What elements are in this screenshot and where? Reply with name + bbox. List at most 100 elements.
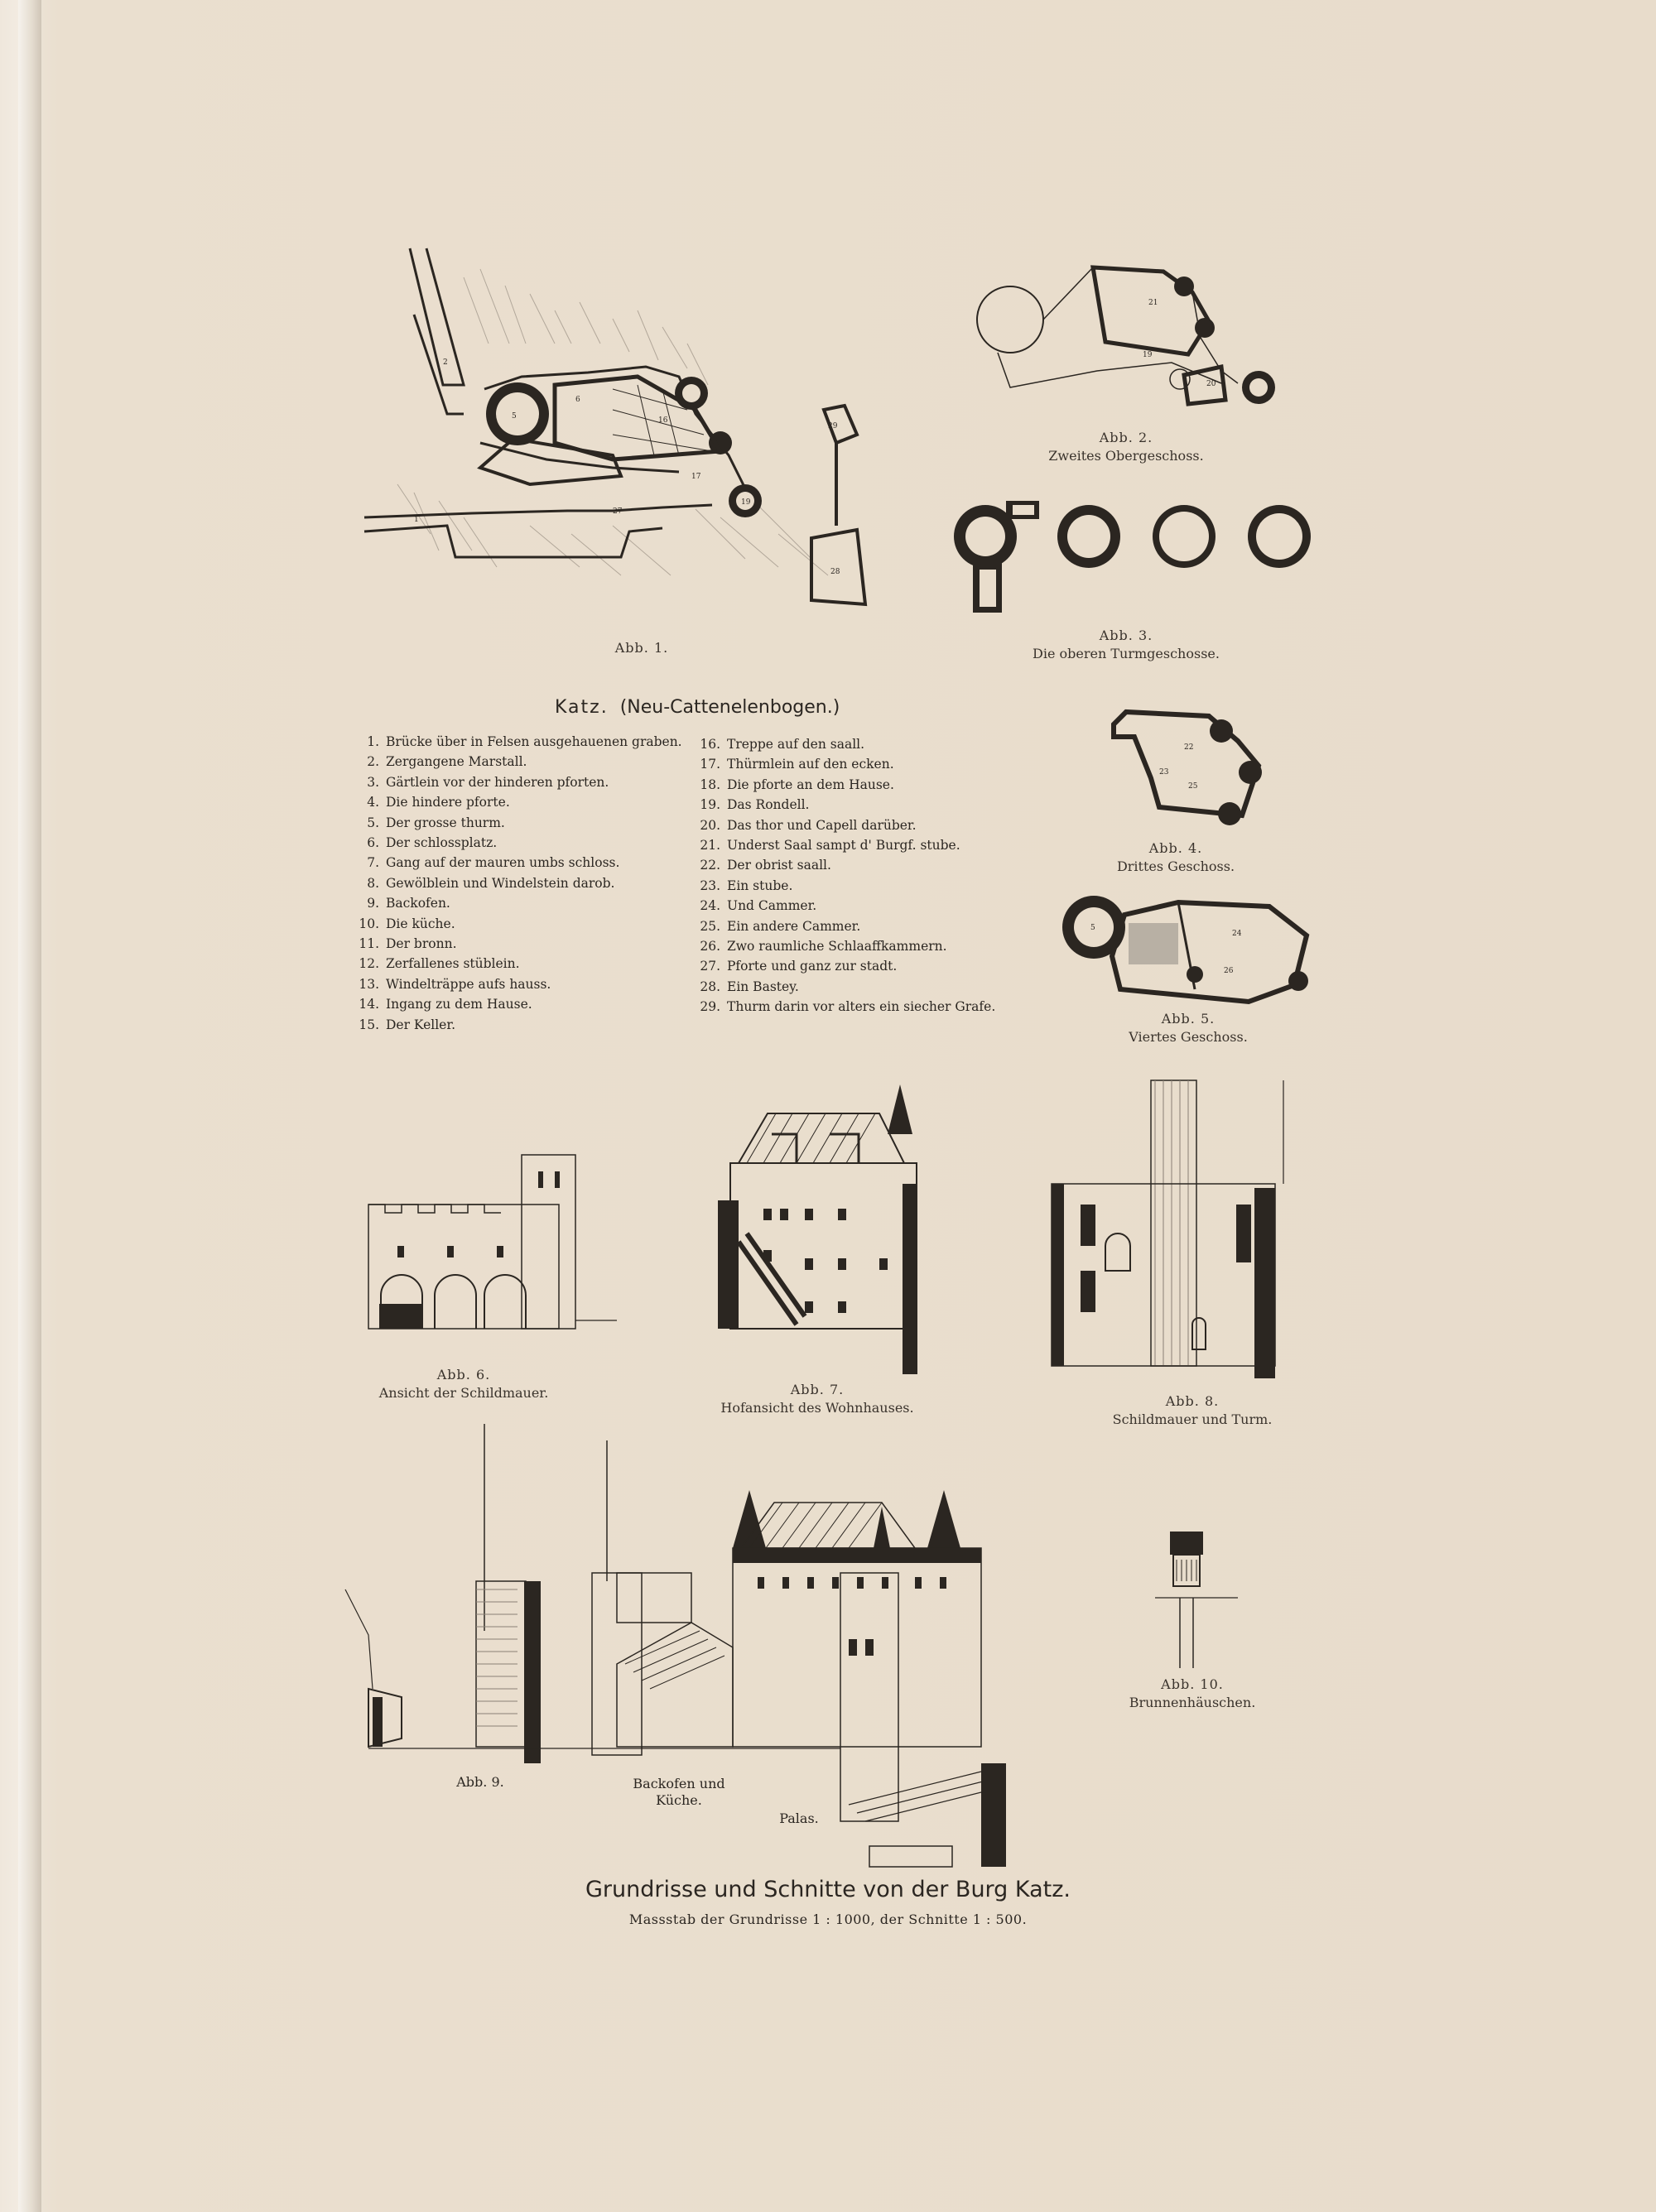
abb3-label: Abb. 3. (1099, 628, 1153, 643)
legend-item-text: Das thor und Capell darüber. (727, 817, 917, 833)
svg-text:26: 26 (1224, 967, 1234, 975)
legend-item-text: Der bronn. (386, 936, 457, 952)
legend-item-text: Die pforte an dem Hause. (727, 777, 894, 792)
abb9-palas-label: Palas. (779, 1810, 819, 1826)
legend-item: 27.Pforte und ganz zur stadt. (687, 956, 995, 976)
abb8-caption: Abb. 8. Schildmauer und Turm. (1068, 1392, 1317, 1429)
abb4-caption: Abb. 4. Drittes Geschoss. (1052, 839, 1300, 876)
abb6-label: Abb. 6. (436, 1367, 491, 1382)
abb8-text: Schildmauer und Turm. (1112, 1411, 1273, 1427)
svg-text:24: 24 (1232, 930, 1242, 938)
legend-item-number: 15. (359, 1017, 379, 1032)
legend-item-text: Der schlossplatz. (386, 835, 498, 851)
svg-text:19: 19 (741, 498, 751, 507)
legend-item-text: Der Keller. (386, 1017, 455, 1032)
abb8-label: Abb. 8. (1165, 1393, 1220, 1409)
legend-item: 28.Ein Bastey. (687, 977, 995, 997)
legend-item: 22.Der obrist saall. (687, 855, 995, 875)
legend-item-number: 9. (367, 896, 379, 911)
abb9-label: Abb. 9. (456, 1774, 504, 1790)
legend-item: 9.Backofen. (346, 893, 682, 913)
svg-text:28: 28 (830, 568, 840, 576)
legend-item-text: Brücke über in Felsen ausgehauenen grabe… (386, 734, 682, 749)
legend-item-text: Zergangene Marstall. (386, 754, 527, 770)
legend-item-text: Der obrist saall. (727, 858, 831, 873)
legend-item-text: Die hindere pforte. (386, 795, 510, 810)
svg-text:17: 17 (691, 473, 701, 481)
legend-item-number: 17. (700, 757, 720, 772)
legend-item: 25. Ein andere Cammer. (687, 916, 995, 936)
legend-item-text: Ein andere Cammer. (727, 918, 861, 934)
abb5-caption: Abb. 5. Viertes Geschoss. (1064, 1010, 1312, 1046)
legend-item: 16. Treppe auf den saall. (687, 734, 995, 754)
legend-item-number: 5. (367, 815, 379, 830)
legend-item-text: Zerfallenes stüblein. (386, 956, 520, 972)
abb7-text: Hofansicht des Wohnhauses. (720, 1400, 914, 1416)
svg-text:21: 21 (1148, 299, 1158, 307)
abb7-caption: Abb. 7. Hofansicht des Wohnhauses. (693, 1381, 941, 1417)
abb9-backofen-text: Backofen und (633, 1776, 725, 1791)
page-binding-edge (18, 0, 41, 2212)
abb2-text: Zweites Obergeschoss. (1048, 448, 1204, 464)
legend-item-number: 18. (700, 777, 720, 792)
legend-item: 17.Thürmlein auf den ecken. (687, 754, 995, 774)
abb5-text: Viertes Geschoss. (1129, 1029, 1248, 1045)
abb9-backofen-label: Backofen und Küche. (613, 1776, 745, 1809)
legend-item-text: Die küche. (386, 916, 455, 931)
abb5-label: Abb. 5. (1161, 1011, 1216, 1027)
legend-item-number: 12. (359, 956, 379, 972)
legend-item-number: 24. (700, 898, 720, 914)
svg-text:1: 1 (414, 516, 419, 524)
legend-item-text: Gewölblein und Windelstein darob. (386, 875, 615, 891)
legend-item: 1.Brücke über in Felsen ausgehauenen gra… (346, 732, 682, 752)
abb10-caption: Abb. 10. Brunnenhäuschen. (1068, 1676, 1317, 1712)
legend-item-number: 8. (367, 875, 379, 891)
abb9-section (344, 1424, 1006, 1868)
svg-text:20: 20 (1206, 380, 1216, 388)
legend-item-text: Ein stube. (727, 878, 793, 893)
legend-item-text: Und Cammer. (727, 898, 817, 914)
legend-item-text: Windelträppe aufs hauss. (386, 976, 551, 992)
legend-item-number: 25. (700, 918, 720, 934)
legend-right-column: 16. Treppe auf den saall. 17.Thürmlein auf… (687, 734, 995, 1017)
abb7-label: Abb. 7. (790, 1382, 845, 1397)
legend-item-number: 20. (700, 817, 720, 833)
legend-item: 6.Der schlossplatz. (346, 833, 682, 853)
legend-left-column: 1.Brücke über in Felsen ausgehauenen gra… (346, 732, 682, 1035)
abb3-tower-plans (954, 501, 1311, 613)
abb7-courtyard-view (718, 1084, 917, 1374)
legend-item: 2.Zergangene Marstall. (346, 752, 682, 772)
abb6-elevation (368, 1154, 617, 1330)
legend-title-sub: (Neu-Cattenelenbogen.) (619, 697, 840, 718)
legend-item: 7.Gang auf der mauren umbs schloss. (346, 853, 682, 873)
legend-item-number: 16. (700, 737, 720, 752)
abb3-text: Die oberen Turmgeschosse. (1033, 646, 1220, 661)
abb1-label: Abb. 1. (614, 640, 669, 656)
svg-text:22: 22 (1184, 743, 1193, 752)
legend-item-text: Das Rondell. (727, 797, 810, 813)
legend-item-text: Zwo raumliche Schlaaffkammern. (727, 939, 947, 955)
legend-item: 4.Die hindere pforte. (346, 792, 682, 812)
svg-text:5: 5 (1090, 924, 1095, 932)
legend-item: 10.Die küche. (346, 914, 682, 934)
legend-item: 8. Gewölblein und Windelstein darob. (346, 873, 682, 893)
legend-item-text: Treppe auf den saall. (727, 737, 865, 752)
abb10-text: Brunnenhäuschen. (1129, 1695, 1256, 1710)
svg-text:29: 29 (828, 422, 838, 430)
legend-item-text: Gärtlein vor der hinderen pforten. (386, 774, 609, 790)
legend-item-number: 29. (700, 999, 720, 1015)
svg-text:2: 2 (443, 358, 448, 367)
legend-item-text: Ingang zu dem Hause. (386, 997, 532, 1012)
abb6-caption: Abb. 6. Ansicht der Schildmauer. (339, 1366, 588, 1402)
legend-item-number: 23. (700, 878, 720, 893)
legend-item: 15. Der Keller. (346, 1015, 682, 1035)
legend-item: 23. Ein stube. (687, 876, 995, 896)
legend-item-text: Pforte und ganz zur stadt. (727, 959, 898, 974)
legend-item-number: 21. (700, 838, 720, 854)
abb4-label: Abb. 4. (1148, 840, 1203, 856)
legend-item-number: 19. (700, 797, 720, 813)
legend-item-text: Der grosse thurm. (386, 815, 505, 830)
legend-item-number: 14. (359, 997, 379, 1012)
